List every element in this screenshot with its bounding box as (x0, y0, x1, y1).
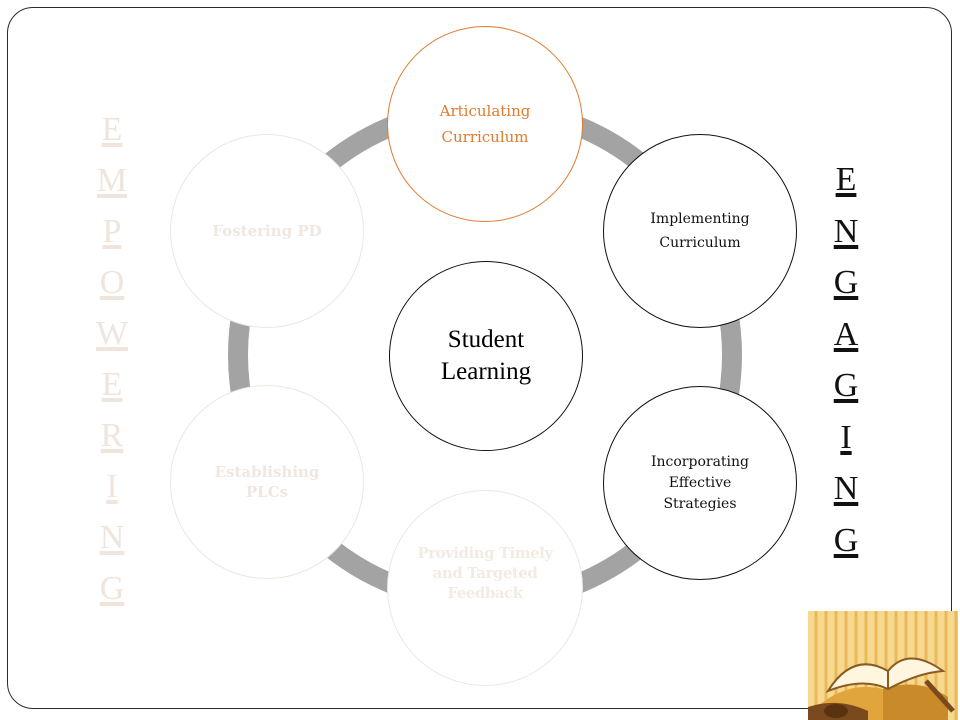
engaging-letter: E (835, 161, 857, 198)
node-incorporating-label: Incorporating Effective Strategies (650, 453, 750, 512)
engaging-letter: I (840, 418, 852, 456)
empowering-letter: O (99, 264, 125, 301)
node-establishing-label: Establishing PLCs (214, 462, 320, 501)
empowering-letter: R (100, 417, 124, 454)
node-fostering-label: Fostering PD (212, 221, 322, 240)
engaging-letter: N (833, 470, 859, 507)
center-label: Student Learning (440, 325, 532, 386)
engaging-letter: G (833, 367, 859, 404)
engaging-letter: N (833, 212, 859, 250)
node-articulating-label: Articulating Curriculum (439, 101, 531, 146)
node-providing-label: Providing Timely and Targeted Feedback (417, 543, 553, 603)
node-providing-feedback: Providing Timely and Targeted Feedback (387, 490, 583, 686)
engaging-letter: A (833, 315, 859, 353)
node-incorporating-effective-strategies: Incorporating Effective Strategies (603, 386, 797, 580)
engaging-letter: G (833, 264, 859, 301)
node-establishing-plcs: Establishing PLCs (170, 385, 364, 579)
empowering-letter: E (101, 366, 123, 403)
empowering-letter: E (101, 111, 123, 148)
open-book-icon (808, 611, 958, 720)
empowering-letter: M (96, 162, 128, 199)
node-implementing-label: Implementing Curriculum (650, 210, 750, 252)
node-fostering-pd: Fostering PD (170, 134, 364, 328)
empowering-letter: P (102, 213, 122, 250)
empowering-letter: G (99, 570, 125, 607)
node-articulating-curriculum: Articulating Curriculum (387, 26, 583, 222)
engaging-letter: G (833, 521, 859, 559)
empowering-letter: I (106, 468, 118, 505)
center-node-student-learning: Student Learning (389, 261, 583, 451)
node-implementing-curriculum: Implementing Curriculum (603, 134, 797, 328)
empowering-letter: W (95, 315, 129, 352)
empowering-letter: N (99, 519, 125, 556)
